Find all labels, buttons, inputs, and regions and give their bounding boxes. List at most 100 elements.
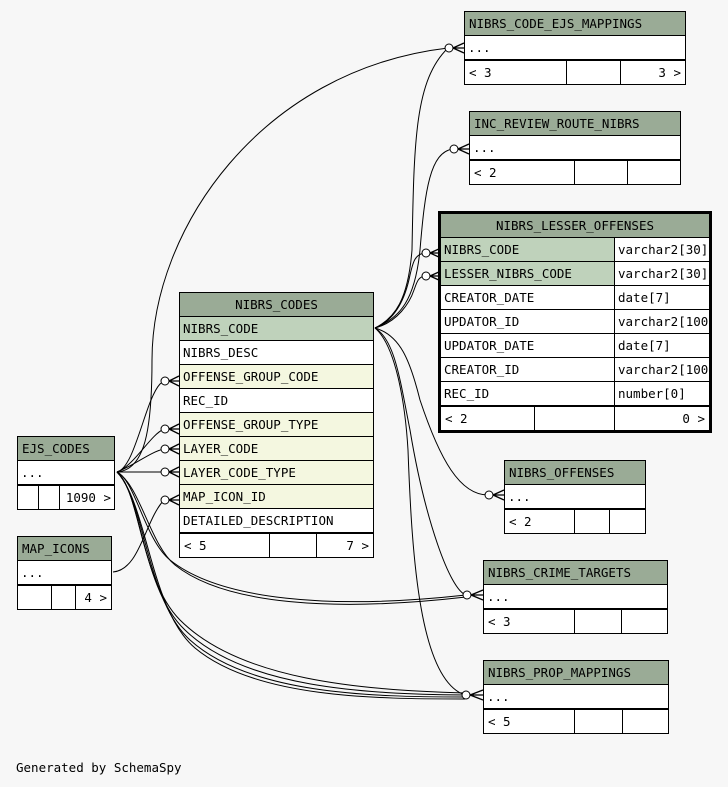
relation-line [374, 148, 454, 329]
children-count[interactable]: 1090 > [59, 486, 114, 509]
column-type: date[7] [614, 334, 709, 357]
optional-circle [421, 248, 431, 258]
parents-count[interactable]: < 3 [469, 65, 492, 80]
parents-count[interactable]: < 2 [474, 165, 497, 180]
relation-line [374, 327, 489, 496]
column-type: varchar2[100] [614, 358, 709, 381]
optional-circle [421, 271, 431, 281]
column-name: NIBRS_CODE [183, 321, 259, 336]
table-title: NIBRS_LESSER_OFFENSES [441, 214, 709, 238]
optional-circle [461, 690, 471, 700]
column-name: DETAILED_DESCRIPTION [183, 513, 334, 528]
optional-circle [160, 495, 170, 505]
children-count[interactable]: 7 > [316, 534, 373, 557]
footer-spacer [38, 486, 59, 509]
optional-circle [444, 43, 454, 53]
footer-spacer [574, 710, 622, 733]
children-count[interactable]: 4 > [75, 586, 111, 609]
children-count[interactable]: 3 > [620, 61, 685, 84]
footer-spacer [574, 161, 627, 184]
relation-line [116, 471, 466, 698]
column-name: REC_ID [183, 393, 229, 408]
table-nibrs-prop-mappings[interactable]: NIBRS_PROP_MAPPINGS ... < 5 [483, 660, 669, 734]
table-title: EJS_CODES [18, 437, 114, 461]
crowfoot [470, 589, 484, 601]
table-row: ... [21, 465, 44, 480]
column-type: number[0] [614, 382, 709, 405]
generated-by-label: Generated by SchemaSpy [16, 760, 182, 775]
children-count[interactable]: 0 > [614, 407, 709, 430]
footer-spacer [574, 510, 609, 533]
footer-spacer [269, 534, 316, 557]
optional-circle [462, 590, 472, 600]
column-name: OFFENSE_GROUP_CODE [183, 369, 319, 384]
relation-line [116, 471, 467, 605]
table-nibrs-code-ejs-mappings[interactable]: NIBRS_CODE_EJS_MAPPINGS ... < 3 3 > [464, 11, 686, 85]
table-title: NIBRS_CRIME_TARGETS [484, 561, 667, 585]
column-name: CREATOR_ID [444, 362, 520, 377]
column-name: LESSER_NIBRS_CODE [444, 266, 572, 281]
children-count[interactable] [609, 510, 645, 533]
table-nibrs-offenses[interactable]: NIBRS_OFFENSES ... < 2 [504, 460, 646, 534]
crowfoot [168, 443, 180, 455]
relation-line [116, 448, 165, 473]
optional-circle [160, 376, 170, 386]
children-count[interactable] [627, 161, 680, 184]
parents-count[interactable]: < 2 [445, 411, 468, 426]
column-name: OFFENSE_GROUP_TYPE [183, 417, 319, 432]
table-ejs-codes[interactable]: EJS_CODES ... 1090 > [17, 436, 115, 510]
parents-count[interactable]: < 3 [488, 614, 511, 629]
table-title: MAP_ICONS [18, 537, 111, 561]
footer-spacer [534, 407, 614, 430]
table-row: ... [508, 489, 531, 504]
column-name: UPDATOR_ID [444, 314, 520, 329]
table-title: NIBRS_CODE_EJS_MAPPINGS [465, 12, 685, 36]
column-name: LAYER_CODE [183, 441, 259, 456]
footer-spacer [51, 586, 75, 609]
relation-line [374, 47, 449, 329]
table-title: NIBRS_PROP_MAPPINGS [484, 661, 668, 685]
children-count[interactable] [621, 610, 667, 633]
parents-count[interactable]: < 2 [509, 514, 532, 529]
column-type: varchar2[30] [614, 262, 709, 285]
crowfoot [469, 689, 484, 701]
parents-count[interactable] [18, 586, 51, 609]
column-name: NIBRS_CODE [444, 242, 520, 257]
crowfoot [168, 375, 180, 387]
table-nibrs-codes[interactable]: NIBRS_CODES NIBRS_CODE NIBRS_DESC OFFENS… [179, 292, 374, 558]
column-name: REC_ID [444, 386, 490, 401]
table-inc-review-route-nibrs[interactable]: INC_REVIEW_ROUTE_NIBRS ... < 2 [469, 111, 681, 185]
relation-line [116, 380, 165, 473]
column-name: CREATOR_DATE [444, 290, 535, 305]
table-title: INC_REVIEW_ROUTE_NIBRS [470, 112, 680, 136]
column-name: NIBRS_DESC [183, 345, 259, 360]
table-row: ... [487, 689, 510, 704]
relation-line [112, 499, 165, 573]
relation-line [374, 327, 466, 696]
parents-count[interactable]: < 5 [184, 538, 207, 553]
relation-line [374, 275, 426, 329]
table-nibrs-crime-targets[interactable]: NIBRS_CRIME_TARGETS ... < 3 [483, 560, 668, 634]
table-row: ... [468, 40, 491, 55]
crowfoot [168, 423, 180, 435]
table-map-icons[interactable]: MAP_ICONS ... 4 > [17, 536, 112, 610]
crowfoot [452, 42, 465, 54]
relation-line [116, 47, 449, 473]
relation-line [374, 252, 426, 329]
children-count[interactable] [622, 710, 668, 733]
parents-count[interactable] [18, 486, 38, 509]
table-row: ... [21, 565, 44, 580]
column-name: MAP_ICON_ID [183, 489, 266, 504]
relation-line [116, 471, 467, 603]
parents-count[interactable]: < 5 [488, 714, 511, 729]
table-title: NIBRS_CODES [180, 293, 373, 317]
table-nibrs-lesser-offenses[interactable]: NIBRS_LESSER_OFFENSES NIBRS_CODE varchar2… [438, 211, 712, 433]
crowfoot [492, 489, 505, 501]
optional-circle [160, 444, 170, 454]
footer-spacer [566, 61, 620, 84]
table-row: ... [487, 589, 510, 604]
relation-line [116, 471, 466, 700]
relation-line [116, 428, 165, 473]
crowfoot [457, 143, 470, 155]
